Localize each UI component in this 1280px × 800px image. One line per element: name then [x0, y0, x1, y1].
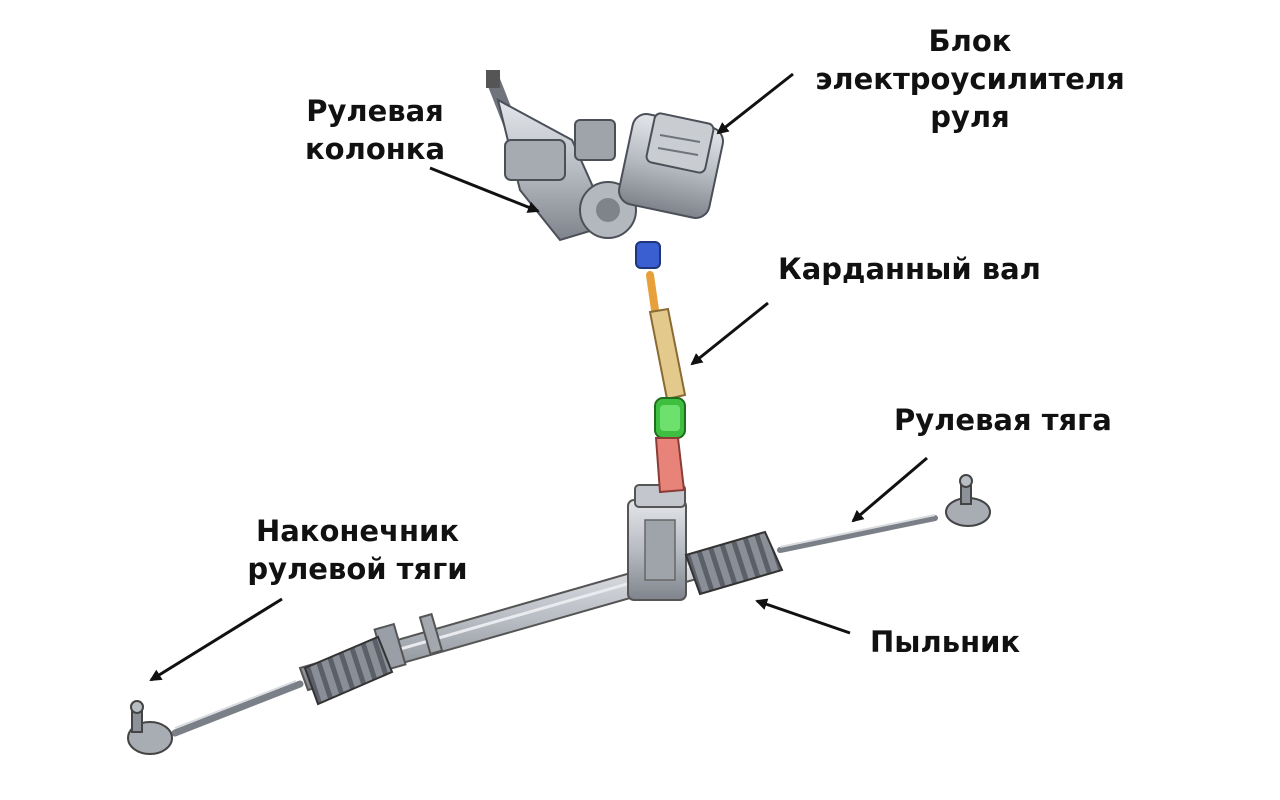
arrow-cardan-shaft	[690, 301, 769, 366]
arrow-eps-unit	[716, 72, 794, 135]
left-boot	[303, 635, 394, 706]
arrow-steering-column	[429, 166, 540, 213]
arrow-boot	[755, 598, 851, 635]
label-tie-rod: Рулевая тяга	[894, 403, 1112, 437]
label-cardan-shaft: Карданный вал	[778, 252, 1041, 286]
label-eps-unit-line3: руля	[930, 100, 1010, 134]
left-tie-rod	[171, 680, 304, 737]
right-tie-rod	[777, 515, 938, 553]
leader-arrows	[149, 72, 928, 682]
label-steering-column-line2: колонка	[304, 132, 446, 166]
steering-rack	[127, 474, 991, 755]
label-steering-column-line1: Рулевая	[306, 94, 444, 128]
arrow-tie-rod-end	[149, 597, 283, 682]
label-eps-unit: Блок электроусилителя руля	[800, 22, 1140, 136]
label-boot: Пыльник	[870, 625, 1021, 659]
right-tie-rod-end	[945, 474, 991, 527]
pinion-housing	[627, 484, 687, 601]
arrow-tie-rod	[851, 456, 928, 523]
label-eps-unit-line1: Блок	[928, 24, 1012, 58]
right-boot	[684, 530, 784, 596]
label-tie-rod-end-line2: рулевой тяги	[247, 552, 468, 586]
label-eps-unit-line2: электроусилителя	[815, 62, 1125, 96]
left-tie-rod-end	[127, 700, 173, 755]
label-tie-rod-end-line1: Наконечник	[255, 514, 460, 548]
cardan-shaft	[646, 271, 687, 494]
eps-motor-unit	[618, 112, 724, 219]
label-tie-rod-end: Наконечник рулевой тяги	[235, 512, 480, 588]
label-steering-column: Рулевая колонка	[290, 92, 460, 168]
